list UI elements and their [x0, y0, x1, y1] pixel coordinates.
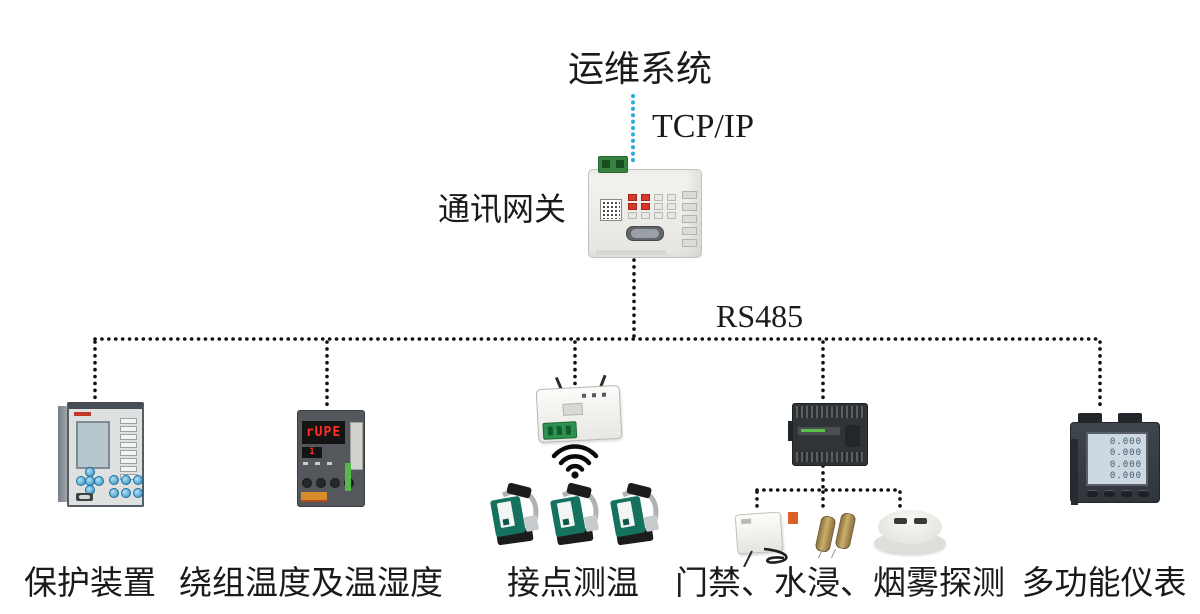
wifi-icon: [551, 444, 599, 479]
smoke-detector-image: [874, 510, 946, 556]
led-indicator: [628, 194, 637, 201]
qr-code: [600, 199, 622, 221]
protection-front-panel: [67, 402, 144, 507]
meter-device-image: 0.000 0.000 0.000 0.000: [1066, 413, 1160, 507]
smoke-detector-vent: [914, 518, 927, 524]
function-button: [109, 475, 119, 485]
label-multifunction-meter: 多功能仪表: [1021, 566, 1187, 602]
clamp-sensor-image: [610, 483, 659, 546]
led-indicator: [641, 212, 650, 219]
controller-brand-label: [301, 492, 327, 502]
water-rod: [814, 514, 837, 554]
led-indicator: [654, 194, 663, 201]
io-module-label: [798, 427, 840, 435]
meter-side-panel: [1071, 439, 1078, 505]
led-indicator: [654, 212, 663, 219]
led-indicator: [667, 212, 676, 219]
meter-mount-tab: [1118, 413, 1142, 424]
clamp-sensor-image: [490, 483, 539, 546]
water-rod: [834, 511, 857, 551]
gateway-bottom-rail: [596, 250, 666, 255]
function-button: [133, 475, 143, 485]
io-module-slot: [845, 425, 860, 447]
meter-mount-tab: [1078, 413, 1102, 424]
controller-display-main: rUPE: [302, 421, 345, 444]
protection-side-panel: [58, 406, 69, 502]
db9-serial-port: [626, 226, 664, 241]
meter-buttons: [1087, 490, 1149, 497]
label-winding-temp: 绕组温度及温湿度: [179, 566, 443, 602]
protection-device-image: [58, 402, 144, 507]
function-button: [121, 475, 131, 485]
io-module-top-terminals: [796, 406, 864, 418]
led-indicator: [667, 194, 676, 201]
clamp-sensor-image: [550, 483, 599, 546]
function-button: [109, 488, 119, 498]
meter-body: 0.000 0.000 0.000 0.000: [1070, 422, 1160, 505]
led-indicator: [628, 212, 637, 219]
winding-temp-device-image: rUPE 1: [297, 410, 365, 507]
transceiver-terminal-block: [542, 421, 578, 440]
function-button: [133, 488, 143, 498]
meter-reading: 0.000: [1109, 459, 1142, 470]
sensor-cable: [743, 547, 788, 567]
gateway-side-slots: [682, 191, 697, 247]
water-sensor-image: [810, 511, 866, 558]
meter-reading: 0.000: [1109, 436, 1142, 447]
label-contact-temp: 接点测温: [507, 566, 639, 602]
meter-reading: 0.000: [1109, 471, 1142, 482]
orange-connector: [788, 512, 798, 524]
meter-reading: 0.000: [1109, 448, 1142, 459]
led-indicator: [667, 203, 676, 210]
protection-comm-port: [76, 493, 93, 501]
gateway-terminal-block: [598, 156, 628, 173]
protection-led-column: [120, 418, 137, 480]
gateway-device-image: [588, 156, 702, 258]
controller-side-sticker: [350, 422, 363, 470]
controller-green-strip: [345, 463, 351, 491]
door-sensor-image: [734, 509, 800, 567]
gateway-led-grid: [628, 194, 676, 221]
transceiver-sticker: [562, 402, 584, 416]
io-module-bottom-terminals: [796, 452, 864, 462]
tcpip-label: TCP/IP: [652, 108, 755, 145]
page-title: 运维系统: [567, 49, 712, 89]
io-module-image: [788, 403, 868, 466]
smoke-detector-dome: [878, 510, 942, 544]
function-button: [121, 488, 131, 498]
gateway-label: 通讯网关: [438, 191, 567, 227]
protection-lcd-screen: [76, 421, 110, 469]
led-indicator: [628, 203, 637, 210]
led-indicator: [641, 203, 650, 210]
controller-indicator-marks: [303, 462, 339, 465]
led-indicator: [641, 194, 650, 201]
controller-display-secondary: 1: [302, 447, 322, 458]
label-protection: 保护装置: [24, 566, 156, 602]
nav-button-right: [94, 476, 104, 486]
led-indicator: [654, 203, 663, 210]
io-module-notch: [788, 421, 794, 441]
wireless-transceiver-image: [535, 374, 623, 444]
rs485-label: RS485: [716, 298, 804, 334]
brand-logo: [74, 412, 91, 416]
meter-lcd-screen: 0.000 0.000 0.000 0.000: [1086, 432, 1148, 486]
label-env-sensors: 门禁、水浸、烟雾探测: [675, 566, 1005, 602]
smoke-detector-vent: [894, 518, 907, 524]
